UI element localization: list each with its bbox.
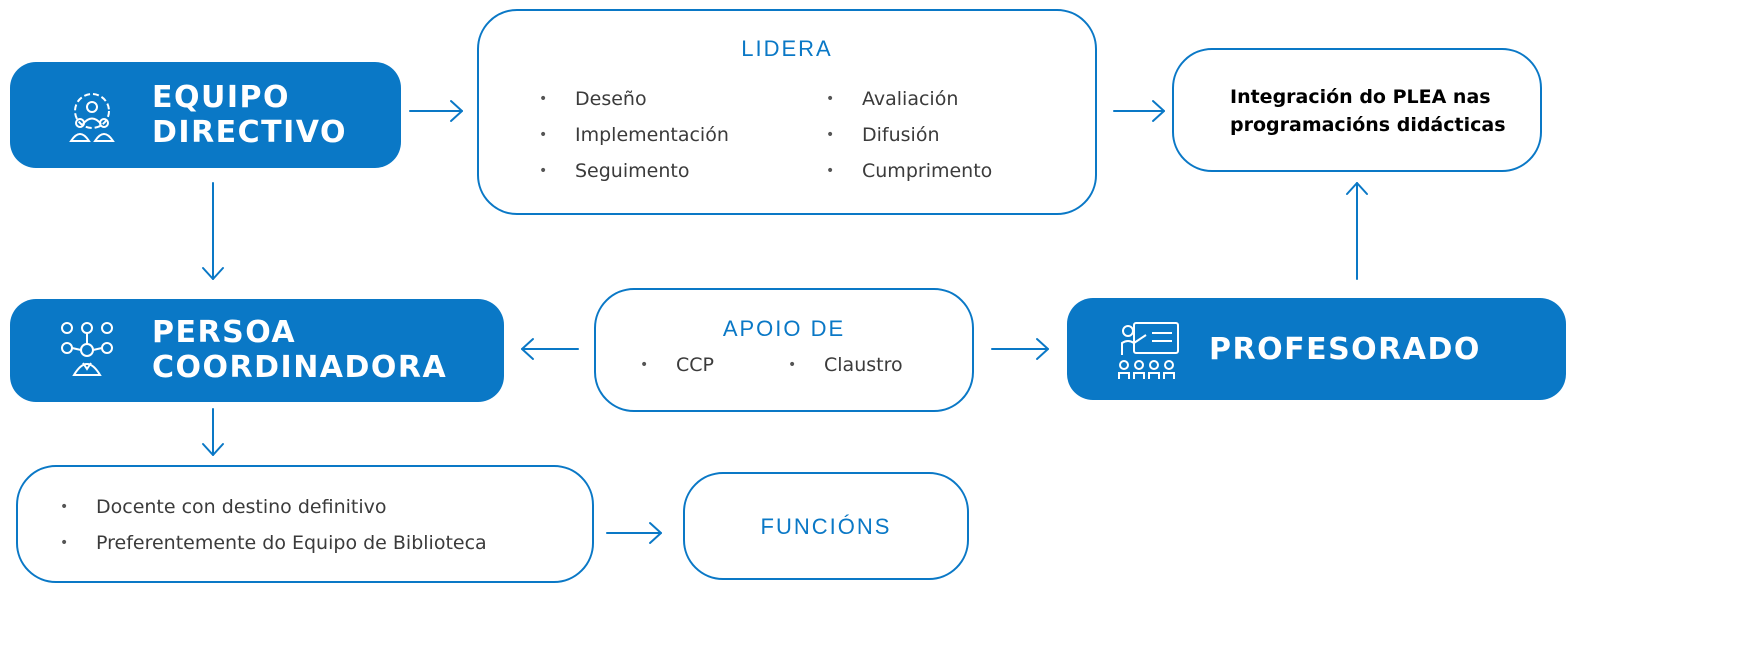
node-integracion: Integración do PLEA nas programacións di…	[1172, 48, 1542, 172]
persoa-line2: COORDINADORA	[152, 350, 448, 385]
lidera-item: Difusión	[826, 117, 992, 153]
teacher-board-icon	[1118, 322, 1179, 379]
node-equipo-directivo: EQUIPO DIRECTIVO	[10, 62, 401, 168]
arrow-equipo-to-persoa	[202, 182, 224, 280]
lidera-item: Implementación	[539, 117, 729, 153]
arrow-apoio-to-profesorado	[991, 338, 1049, 360]
arrow-requisitos-to-funcions	[606, 522, 662, 544]
apoio-list-1: CCP	[640, 347, 714, 383]
profesorado-label: PROFESORADO	[1209, 332, 1481, 367]
apoio-item: Claustro	[788, 347, 903, 383]
equipo-line2: DIRECTIVO	[152, 115, 347, 150]
node-requisitos: Docente con destino definitivo Preferent…	[16, 465, 594, 583]
integracion-line2: programacións didácticas	[1230, 114, 1506, 136]
persoa-line1: PERSOA	[152, 315, 297, 350]
lidera-item: Deseño	[539, 81, 729, 117]
lidera-title: LIDERA	[741, 36, 833, 61]
equipo-line1: EQUIPO	[152, 80, 291, 115]
funcions-label: FUNCIÓNS	[760, 514, 892, 539]
apoio-title: APOIO DE	[722, 316, 846, 341]
node-funcions: FUNCIÓNS	[683, 472, 969, 580]
integracion-line1: Integración do PLEA nas	[1230, 86, 1491, 108]
arrow-lidera-to-integracion	[1113, 100, 1165, 122]
requisitos-list: Docente con destino definitivo Preferent…	[60, 489, 487, 561]
node-persoa-coordinadora: PERSOA COORDINADORA	[10, 299, 504, 402]
arrow-equipo-to-lidera	[409, 100, 463, 122]
arrow-apoio-to-persoa	[521, 338, 579, 360]
node-profesorado: PROFESORADO	[1067, 298, 1566, 400]
requisitos-item: Preferentemente do Equipo de Biblioteca	[60, 525, 487, 561]
arrow-persoa-to-requisitos	[202, 408, 224, 456]
lidera-list-col1: Deseño Implementación Seguimento	[539, 81, 729, 189]
lidera-item: Seguimento	[539, 153, 729, 189]
lidera-list-col2: Avaliación Difusión Cumprimento	[826, 81, 992, 189]
apoio-item: CCP	[640, 347, 714, 383]
node-apoio: APOIO DE CCP Claustro	[594, 288, 974, 412]
network-people-icon	[61, 322, 113, 376]
requisitos-item: Docente con destino definitivo	[60, 489, 487, 525]
team-gear-icon	[69, 93, 115, 142]
arrow-profesorado-to-integracion	[1346, 182, 1368, 280]
node-lidera: LIDERA Deseño Implementación Seguimento …	[477, 9, 1097, 215]
apoio-list-2: Claustro	[788, 347, 903, 383]
lidera-item: Avaliación	[826, 81, 992, 117]
lidera-item: Cumprimento	[826, 153, 992, 189]
